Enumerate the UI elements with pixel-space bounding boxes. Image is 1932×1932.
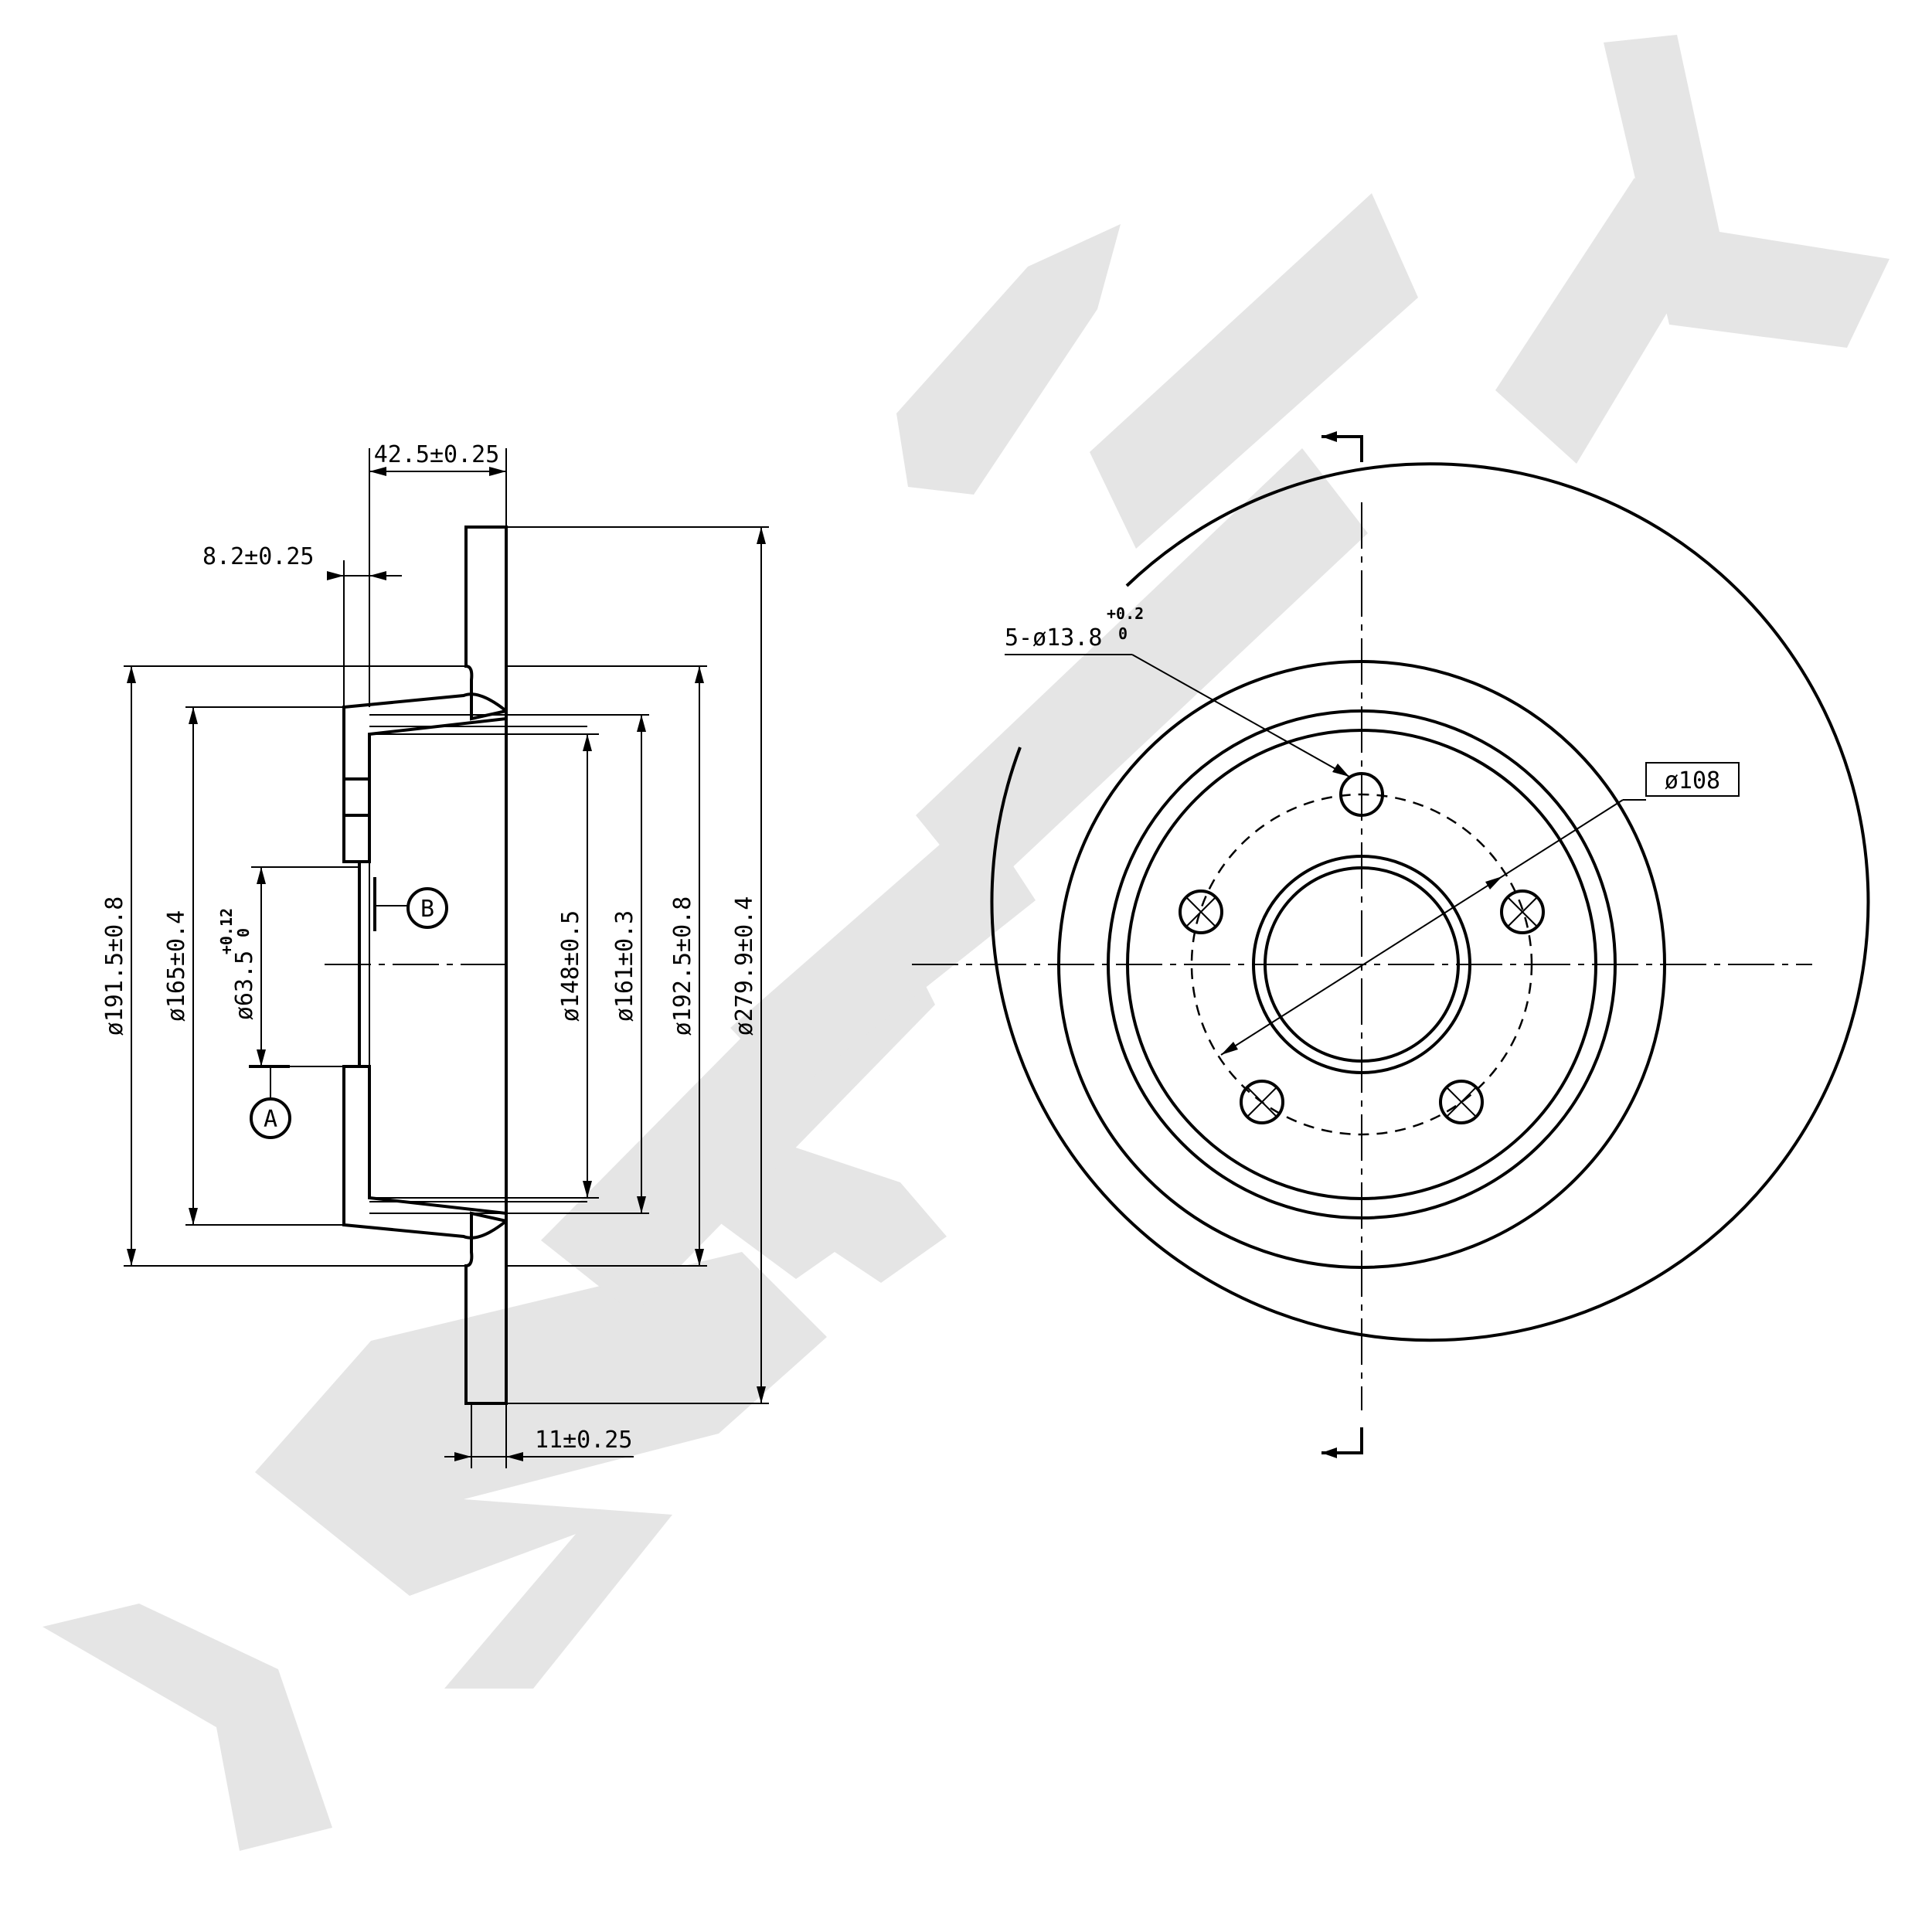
datum-b-symbol bbox=[406, 887, 448, 929]
section-rim-top bbox=[464, 526, 508, 721]
dim-bolt-holes: 5-ø13.8 bbox=[1005, 624, 1102, 651]
dim-dia-191-5: ø191.5±0.8 bbox=[101, 896, 128, 1036]
datum-a-symbol bbox=[250, 1097, 291, 1139]
dim-hub-thickness: 8.2±0.25 bbox=[202, 543, 315, 570]
bolt-holes bbox=[1179, 772, 1545, 1124]
dim-pcd: ø108 bbox=[1665, 767, 1720, 794]
bolt-hole bbox=[1500, 889, 1545, 934]
watermark-logo bbox=[43, 35, 1889, 1851]
dim-dia-279-9: ø279.9±0.4 bbox=[731, 896, 758, 1036]
dim-dia-148: ø148±0.5 bbox=[557, 910, 584, 1022]
dimension-arrows bbox=[127, 467, 766, 1461]
datum-a-label: A bbox=[264, 1106, 277, 1133]
dim-dia-161: ø161±0.3 bbox=[611, 910, 638, 1022]
dim-bolt-holes-tol-upper: +0.2 bbox=[1107, 604, 1144, 623]
bolt-hole bbox=[1240, 1080, 1284, 1124]
section-marker-top bbox=[1321, 431, 1363, 462]
section-hat-bottom bbox=[342, 1065, 508, 1240]
pcd-box bbox=[1645, 762, 1740, 797]
dim-disc-thickness: 11±0.25 bbox=[535, 1427, 632, 1454]
dim-dia-63-5-tol-lower: 0 bbox=[234, 928, 253, 937]
bolt-hole bbox=[1179, 889, 1223, 934]
disc-outer-edge bbox=[990, 462, 1870, 1342]
section-hat-top bbox=[342, 692, 508, 863]
section-view: B A 42.5±0.25 8.2±0.25 11±0.25 ø191.5±0.… bbox=[101, 441, 769, 1468]
section-marker-bottom bbox=[1321, 1427, 1363, 1458]
section-rim-bottom bbox=[464, 1211, 508, 1405]
dim-hat-depth: 42.5±0.25 bbox=[374, 441, 500, 468]
dim-dia-192-5: ø192.5±0.8 bbox=[669, 896, 696, 1036]
dim-dia-63-5: ø63.5 bbox=[231, 951, 258, 1020]
dim-dia-165: ø165±0.4 bbox=[163, 910, 190, 1022]
front-view: ø108 5-ø13.8 +0.2 0 bbox=[912, 431, 1870, 1458]
dim-bolt-holes-tol-lower: 0 bbox=[1118, 624, 1128, 643]
datum-b-label: B bbox=[420, 896, 434, 923]
bolt-hole bbox=[1439, 1080, 1484, 1124]
dim-dia-63-5-tol-upper: +0.12 bbox=[217, 908, 236, 954]
